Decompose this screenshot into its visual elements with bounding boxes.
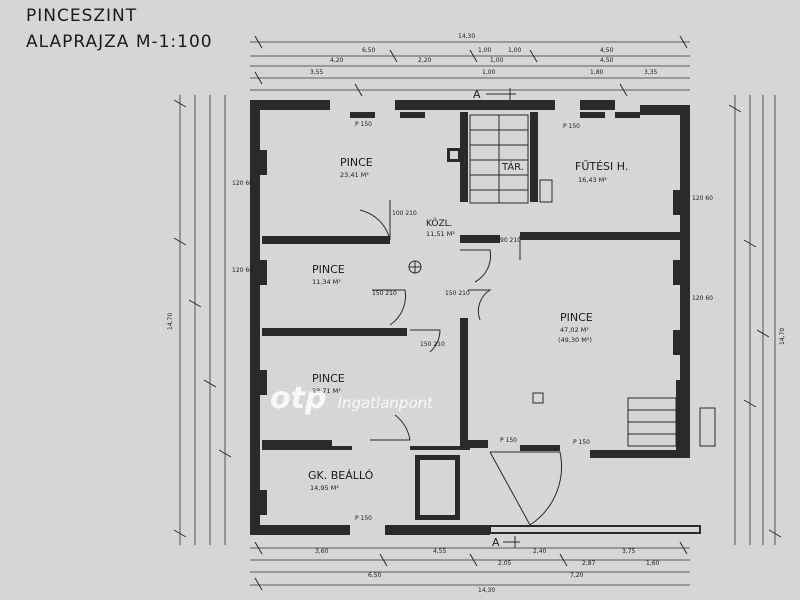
dim-bottom-row2-a: 2,05: [498, 560, 512, 567]
interior-walls: [262, 112, 690, 520]
section-mark-top: A: [473, 88, 481, 101]
plan-title-line1: PINCESZINT: [26, 6, 138, 26]
dim-top-row3-c: 1,80: [590, 69, 604, 76]
room-name-pince-1: PINCE: [340, 156, 373, 169]
room-area-futesi: 16,43 M²: [578, 176, 607, 184]
dim-bottom-row3-b: 7,20: [570, 572, 584, 579]
dim-bottom-row2-b: 2,87: [582, 560, 596, 567]
dim-top-overall: 14,30: [458, 33, 475, 40]
room-name-tar: TÁR.: [501, 160, 524, 173]
left-dimension-lines: [173, 95, 232, 545]
watermark: otp Ingatlanpont: [270, 381, 433, 416]
dim-top-row3-d: 3,35: [644, 69, 658, 76]
plan-title-line2: ALAPRAJZA M-1:100: [26, 32, 213, 52]
dim-top-row3-a: 3,55: [310, 69, 324, 76]
staircase: [469, 114, 716, 447]
dim-bottom-row1-a: 3,60: [315, 548, 329, 555]
opening-label-9: 90 210: [500, 237, 521, 244]
top-dimension-lines: [250, 35, 690, 97]
dim-top-row3-b: 1,00: [482, 69, 496, 76]
room-area-pince-4: 23,71 M²: [312, 387, 341, 395]
dim-left-overall: 14,70: [167, 313, 174, 330]
dim-top-row1-a: 6,50: [362, 47, 376, 54]
room-area-pince-1: 23,41 M²: [340, 171, 369, 179]
dim-top-row1-b: 1,00: [478, 47, 492, 54]
dim-bottom-row1-b: 4,55: [433, 548, 447, 555]
bottom-dimension-lines: [250, 541, 690, 591]
dim-right-overall: 14,70: [779, 328, 786, 345]
dim-top-row2-d: 4,50: [600, 57, 614, 64]
fixtures: [408, 148, 553, 404]
dim-top-row1-c: 1,00: [508, 47, 522, 54]
room-area-pince-2: 11,34 M²: [312, 278, 341, 286]
room-area-pince-3-alt: (49,30 M²): [558, 336, 592, 344]
window-markers: [255, 112, 685, 515]
door-swings: [359, 200, 563, 526]
opening-label-1: 120 60: [232, 180, 253, 187]
dim-bottom-row1-d: 3,75: [622, 548, 636, 555]
dim-bottom-row2-c: 1,60: [646, 560, 660, 567]
dim-top-row2-c: 1,00: [490, 57, 504, 64]
window-label-4: P 150: [573, 439, 590, 446]
watermark-text: Ingatlanpont: [337, 394, 434, 412]
window-label-1: P 150: [355, 121, 372, 128]
window-label-2: P 150: [563, 123, 580, 130]
dim-top-row2-a: 4,20: [330, 57, 344, 64]
window-label-3: P 150: [500, 437, 517, 444]
room-area-kozl: 11,51 M²: [426, 230, 455, 238]
opening-label-3: 120 60: [692, 195, 713, 202]
room-name-kozl: KÖZL.: [426, 218, 453, 229]
dim-bottom-overall: 14,30: [478, 587, 495, 594]
opening-label-8: 150 210: [420, 341, 445, 348]
room-name-futesi: FŰTÉSI H.: [575, 159, 628, 173]
window-label-5: P 150: [355, 515, 372, 522]
room-area-gk-beallo: 14,95 M²: [310, 484, 339, 492]
room-name-pince-4: PINCE: [312, 372, 345, 385]
room-name-gk-beallo: GK. BEÁLLÓ: [308, 469, 374, 482]
dim-bottom-row3-a: 6,50: [368, 572, 382, 579]
right-dimension-lines: [728, 95, 782, 545]
opening-label-7: 150 210: [445, 290, 470, 297]
opening-label-6: 150 210: [372, 290, 397, 297]
opening-label-2: 120 60: [232, 267, 253, 274]
section-mark-bottom: A: [492, 536, 500, 549]
opening-label-4: 120 60: [692, 295, 713, 302]
room-area-pince-3: 47,02 M²: [560, 326, 589, 334]
dim-top-row1-d: 4,50: [600, 47, 614, 54]
room-name-pince-3: PINCE: [560, 311, 593, 324]
otp-logo: otp: [270, 381, 327, 416]
opening-label-5: 100 210: [392, 210, 417, 217]
dim-top-row2-b: 2,20: [418, 57, 432, 64]
room-name-pince-2: PINCE: [312, 263, 345, 276]
dim-bottom-row1-c: 2,40: [533, 548, 547, 555]
